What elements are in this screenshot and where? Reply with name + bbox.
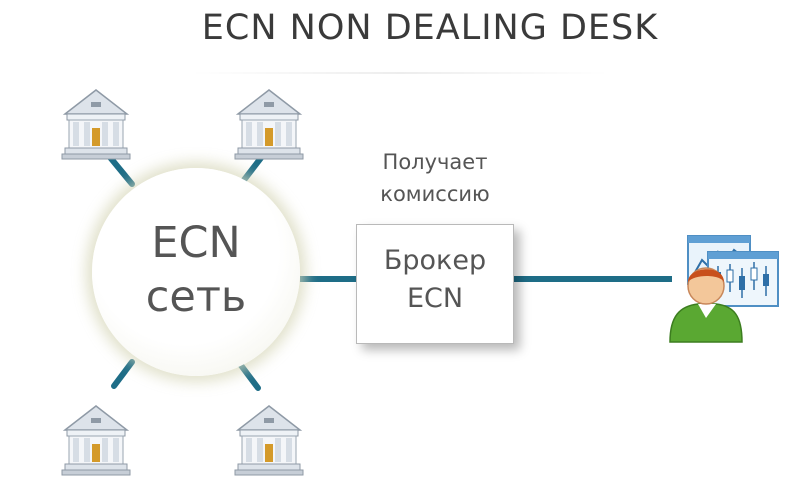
trader-with-charts-icon <box>664 230 784 346</box>
bank-icon <box>230 84 308 162</box>
commission-label-line1: Получает <box>382 150 488 174</box>
page-title: ECN NON DEALING DESK <box>201 8 659 48</box>
bank-icon <box>57 400 135 478</box>
network-label-ecn: ECN <box>151 218 241 268</box>
link-bank-bottom-right <box>237 361 261 391</box>
broker-label-line1: Брокер <box>383 245 487 276</box>
title-underline <box>190 72 610 74</box>
bank-icon <box>57 84 135 162</box>
broker-label-line2: ECN <box>406 283 464 314</box>
ecn-network-circle: ECN сеть <box>92 168 300 376</box>
network-label-net: сеть <box>145 272 247 322</box>
bank-icon <box>230 400 308 478</box>
ecn-broker-box: Брокер ECN <box>356 224 514 344</box>
link-bank-bottom-left <box>111 359 135 389</box>
commission-label-line2: комиссию <box>380 182 490 206</box>
